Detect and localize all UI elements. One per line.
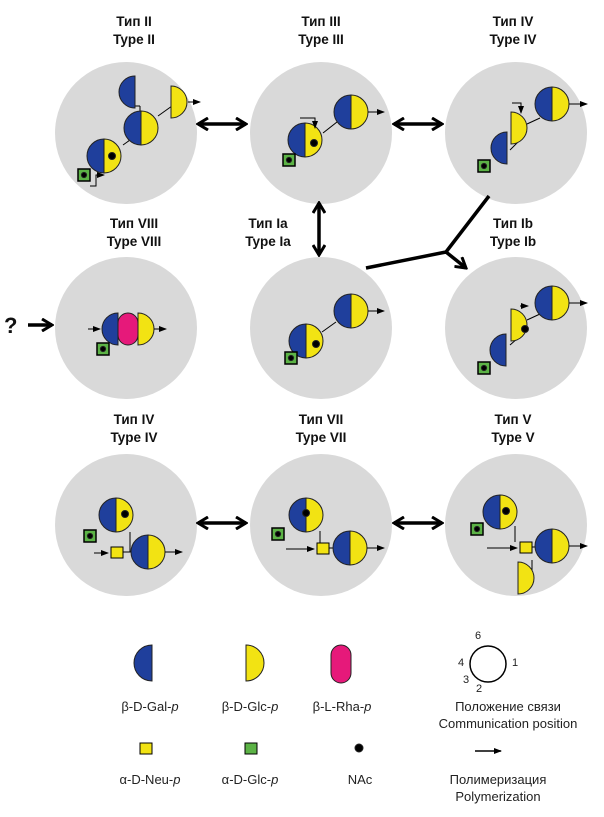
ring-number-6: 6 xyxy=(474,630,482,642)
structure-type-v xyxy=(470,494,588,595)
legend-gal-shape xyxy=(133,644,153,682)
legend-rha-shape xyxy=(330,644,352,684)
structure-type-iv-bottom xyxy=(83,497,183,570)
label-ru: Тип II xyxy=(116,14,152,29)
structure-type-ia xyxy=(284,293,385,365)
label-ru: Тип VIII xyxy=(109,216,159,231)
type-ii-label: Тип II Type II xyxy=(69,13,199,49)
structure-type-iv-top xyxy=(477,86,588,173)
legend-neu: α-D-Neu-p xyxy=(119,772,181,787)
ring-number-1: 1 xyxy=(511,657,519,669)
type-iv-top-label: Тип IV Type IV xyxy=(448,13,578,49)
type-iii-label: Тип III Type III xyxy=(256,13,386,49)
label-en: Type II xyxy=(113,32,155,47)
legend-aglc: α-D-Glc-p xyxy=(221,772,279,787)
arrow-branch-ib xyxy=(365,194,491,268)
label-en: Type IV xyxy=(110,430,158,445)
label-en: Type Ib xyxy=(489,234,537,249)
type-v-label: Тип V Type V xyxy=(448,411,578,447)
ring-number-3: 3 xyxy=(462,674,470,686)
structure-type-ib xyxy=(477,285,588,375)
label-en: Type V xyxy=(491,430,535,445)
circle-type-v xyxy=(445,454,587,596)
legend-glc: β-D-Glc-p xyxy=(221,699,279,714)
ring-number-2: 2 xyxy=(475,683,483,695)
question-mark: ? xyxy=(4,313,18,338)
label-ru: Тип IV xyxy=(113,412,155,427)
label-ru: Тип Ia xyxy=(248,216,288,231)
label-en: Type III xyxy=(298,32,344,47)
legend-nac-shape xyxy=(354,743,364,753)
legend-neu-shape xyxy=(139,742,153,755)
label-ru: Тип VII xyxy=(298,412,344,427)
legend-rha: β-L-Rha-p xyxy=(312,699,372,714)
legend-gal: β-D-Gal-p xyxy=(121,699,179,714)
ring-number-4: 4 xyxy=(457,657,465,669)
circle-type-ia xyxy=(250,257,392,399)
structure-type-ii xyxy=(77,75,201,187)
legend-glc-shape xyxy=(245,644,265,682)
label-ru: Тип IV xyxy=(492,14,534,29)
type-ib-label: Тип Ib Type Ib xyxy=(448,215,578,251)
type-ia-label: Тип Ia Type Ia xyxy=(203,215,333,251)
legend-aglc-shape xyxy=(244,742,258,755)
label-en: Type Ia xyxy=(245,234,291,249)
structure-type-viii xyxy=(88,312,167,356)
legend-symbols xyxy=(133,644,507,755)
structure-type-iii xyxy=(282,94,385,167)
type-viii-label: Тип VIII Type VIII xyxy=(69,215,199,251)
label-en: Type VII xyxy=(295,430,347,445)
label-ru: Тип III xyxy=(301,14,341,29)
legend-nac: NAc xyxy=(347,772,373,787)
label-en: Type IV xyxy=(489,32,537,47)
label-en: Type VIII xyxy=(106,234,162,249)
legend-ring xyxy=(469,645,507,683)
structure-type-vii xyxy=(271,497,385,566)
type-vii-label: Тип VII Type VII xyxy=(256,411,386,447)
label-ru: Тип Ib xyxy=(493,216,533,231)
type-iv-bottom-label: Тип IV Type IV xyxy=(69,411,199,447)
circle-type-vii xyxy=(250,454,392,596)
label-ru: Тип V xyxy=(494,412,532,427)
